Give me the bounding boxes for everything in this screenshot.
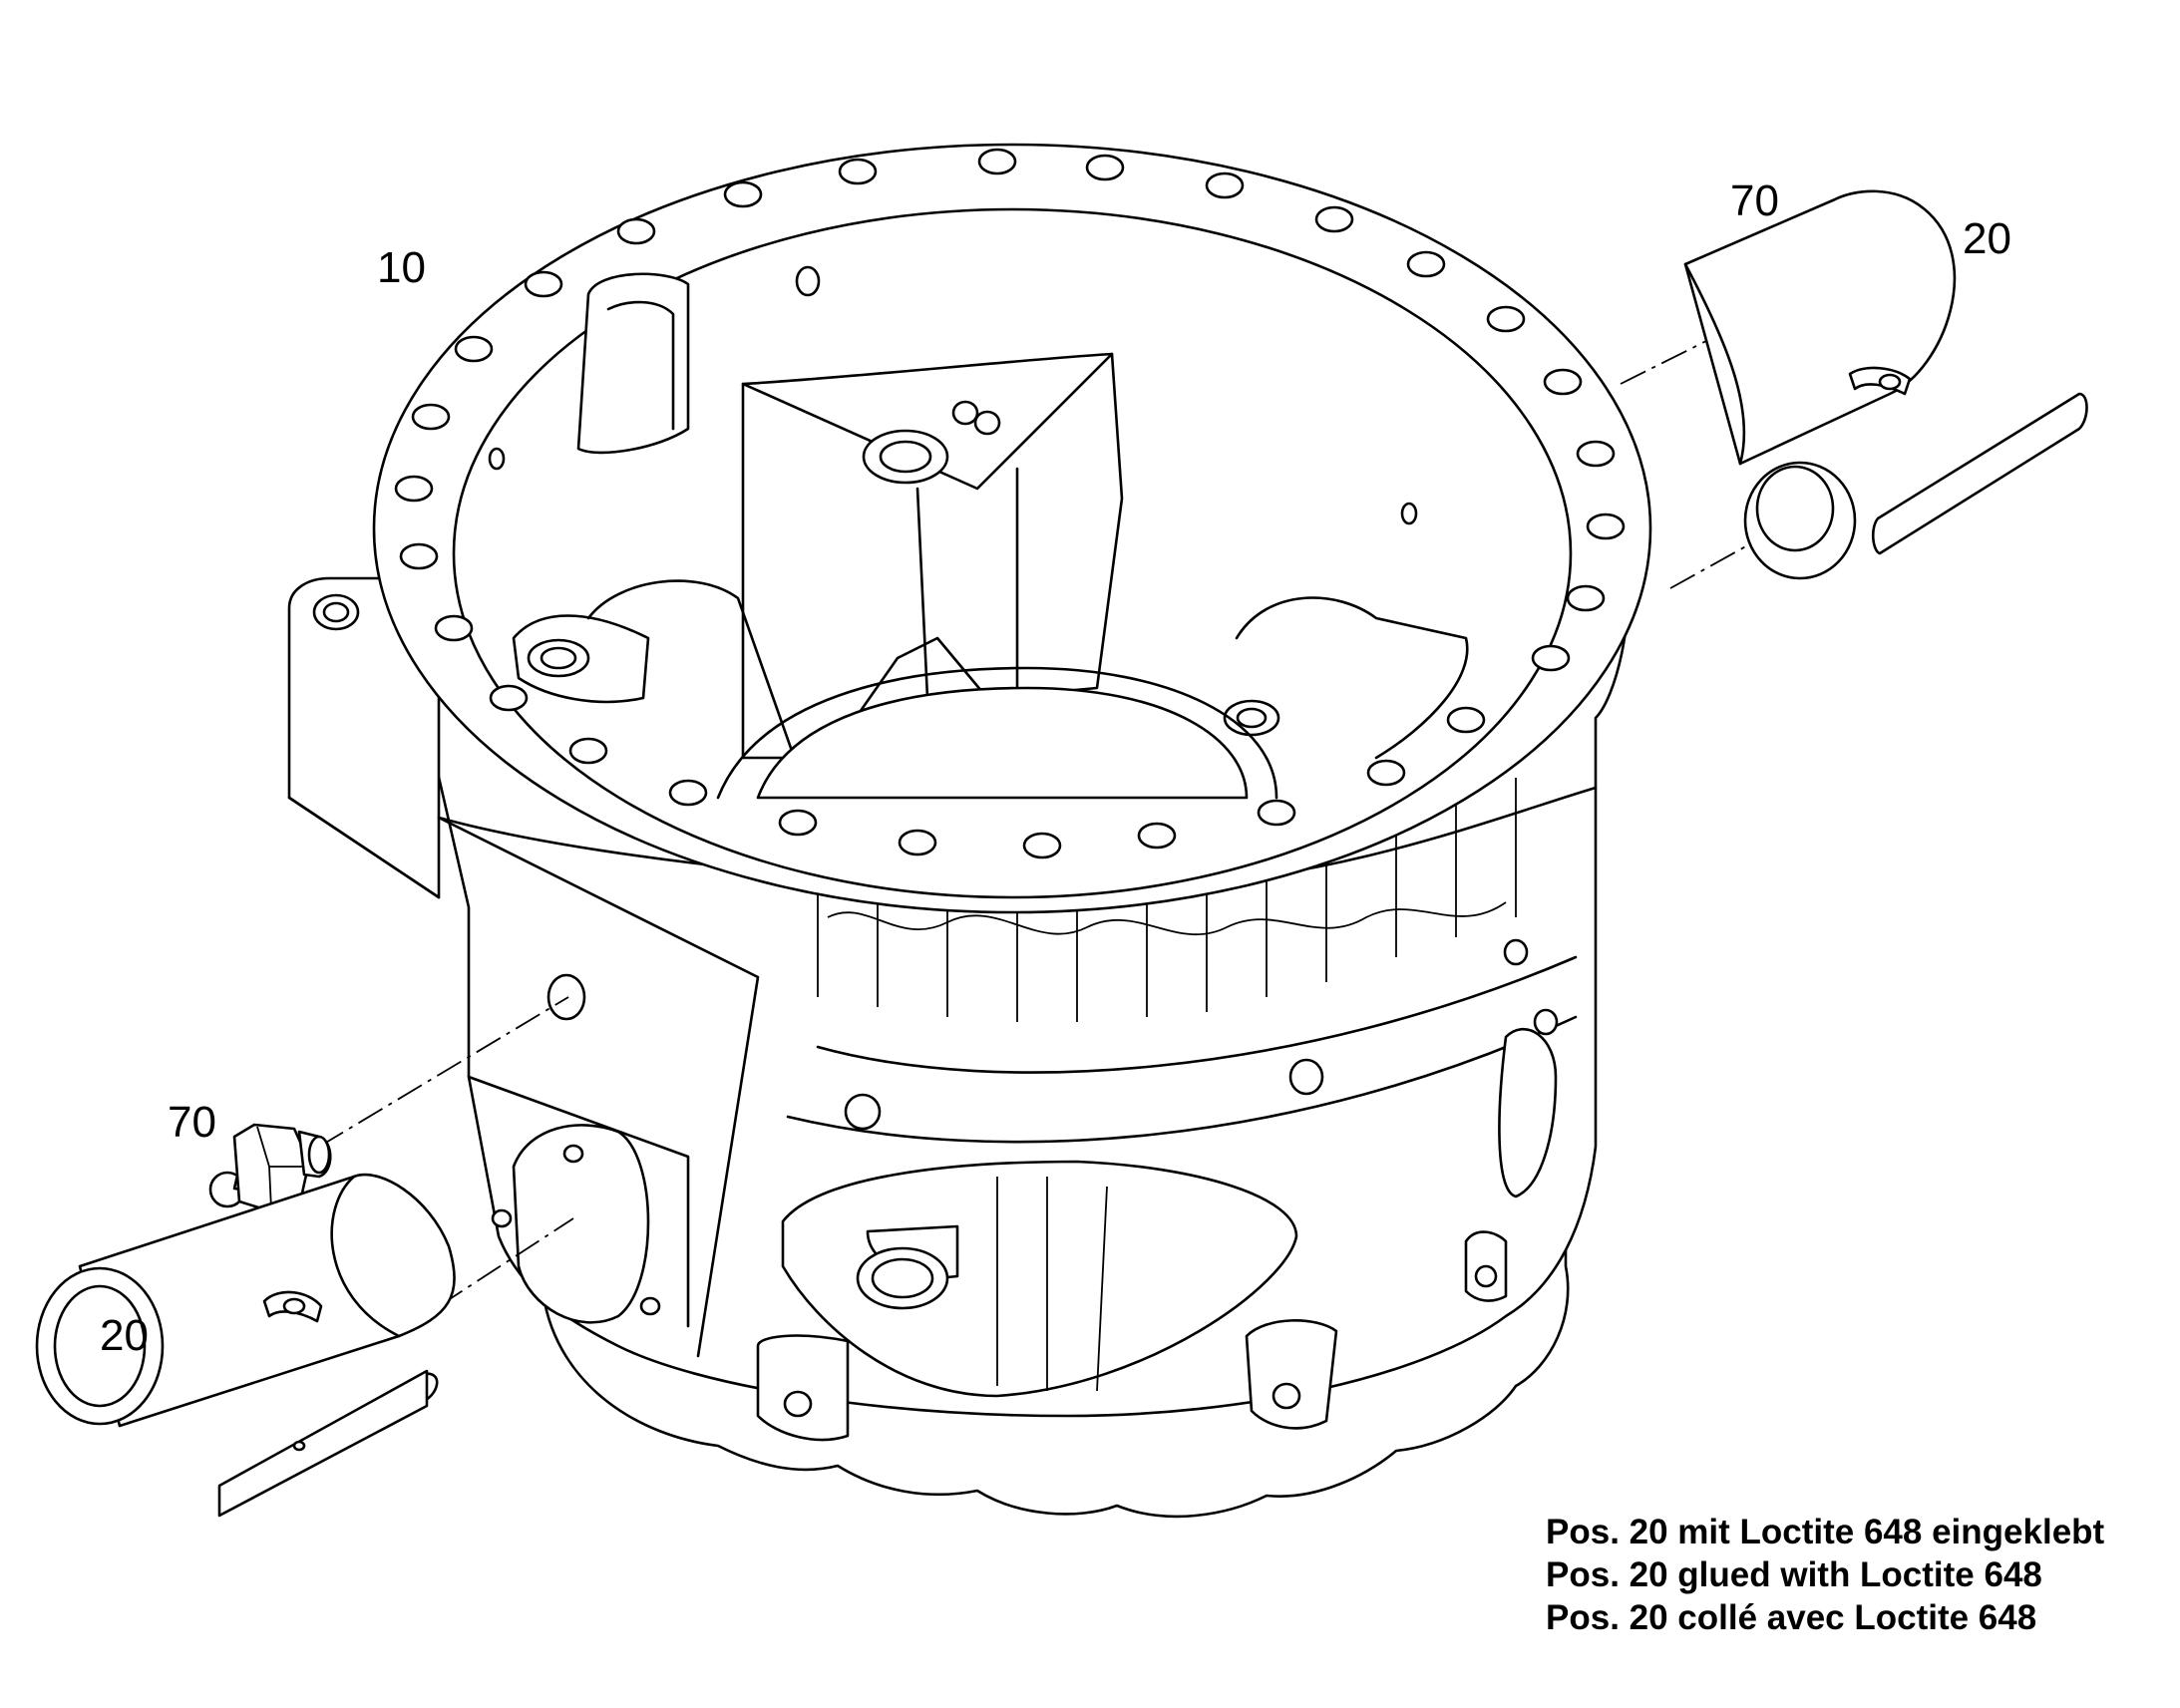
callout-bushing-20-right: 20: [1963, 214, 2011, 263]
housing-bore-left: [512, 1124, 650, 1324]
callout-grease-nipple-70-right: 70: [1730, 176, 1779, 225]
note-line-german: Pos. 20 mit Loctite 648 eingeklebt: [1546, 1513, 2105, 1551]
callout-housing-10: 10: [377, 243, 426, 292]
bushing-20-right: [1683, 189, 2088, 580]
grease-nipple-70-left: [208, 1123, 332, 1213]
callout-grease-nipple-70-left: 70: [168, 1098, 216, 1147]
bushing-20-left: [35, 1173, 456, 1518]
callout-bushing-20-left: 20: [100, 1311, 149, 1360]
housing-part-10: [287, 143, 1652, 1519]
centerline-left-bushing: [438, 1217, 574, 1307]
assembly-note: Pos. 20 mit Loctite 648 eingeklebt Pos. …: [1546, 1511, 2104, 1639]
centerline-left-nipple: [318, 996, 569, 1148]
flange-bolt-holes: [394, 148, 1626, 859]
housing-side-lug: [287, 576, 441, 899]
note-line-french: Pos. 20 collé avec Loctite 648: [1546, 1598, 2037, 1637]
housing-inner-dome: [756, 686, 1249, 800]
housing-lower-window: [781, 1160, 1298, 1398]
note-line-english: Pos. 20 glued with Loctite 648: [1546, 1555, 2042, 1594]
